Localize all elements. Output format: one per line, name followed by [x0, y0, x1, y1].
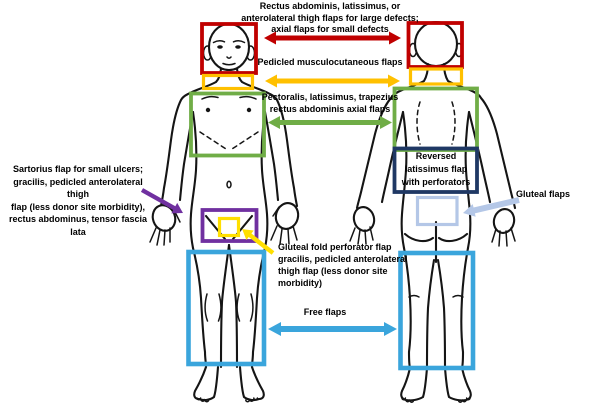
front-left-arm-outline [159, 67, 223, 208]
reversed-latissimus-label: Reversed latissimus flap with perforator… [396, 150, 476, 189]
gluteal-fold-label-line1: Gluteal fold perforator flap [278, 242, 392, 252]
free-flaps-label-line1: Free flaps [303, 307, 347, 317]
front-rib-lines [199, 131, 259, 150]
front-toes [196, 397, 259, 403]
gluteal-fold-label: Gluteal fold perforator flap gracilis, p… [278, 241, 413, 289]
back-knee-lines [408, 294, 464, 298]
front-right-eye [235, 45, 241, 49]
front-right-hand [270, 202, 300, 245]
back-head-region-box [406, 21, 464, 69]
gluteal-flaps-arrow [462, 197, 520, 217]
front-perineum-region-box [217, 216, 241, 238]
back-gluteal-region-box [415, 195, 459, 227]
pedicled-flaps-label: Pedicled musculocutaneous flaps [230, 57, 430, 69]
back-right-leg-outer [460, 246, 470, 370]
chest-flaps-double-arrow [268, 116, 392, 129]
front-mouth [222, 62, 236, 66]
front-right-leg-outer [250, 246, 267, 369]
sartorius-flap-label: Sartorius flap for small ulcers; gracili… [3, 163, 153, 238]
front-right-leg-inner [227, 243, 239, 369]
chest-flaps-label: Pectoralis, latissimus, trapezius rectus… [240, 92, 420, 115]
back-left-hand [349, 206, 376, 245]
back-right-arm-outline [442, 62, 517, 210]
gluteal-flaps-label: Gluteal flaps [516, 189, 586, 201]
front-left-foot [193, 365, 220, 402]
gluteal-fold-label-line2: gracilis, pedicled anterolateral [278, 254, 408, 264]
front-chest-region-box [189, 91, 266, 158]
front-right-inner-arm [263, 110, 280, 202]
front-left-leg-inner [219, 243, 231, 369]
back-legs-region-box [398, 250, 476, 371]
front-right-torso-side [260, 110, 269, 250]
head-flaps-label: Rectus abdominis, latissimus, or anterol… [215, 1, 445, 36]
sartorius-flap-label-line3: flap (less donor site morbidity), [10, 201, 145, 212]
head-flaps-label-line1: Rectus abdominis, latissimus, or [259, 1, 401, 11]
sartorius-flap-label-line2: gracilis, pedicled anterolateral thigh [13, 176, 143, 200]
front-neck-region-box [201, 73, 255, 91]
sartorius-flap-label-line4: rectus abdominus, tensor fascia lata [8, 214, 148, 237]
gluteal-flaps-label-line1: Gluteal flaps [516, 189, 571, 199]
chest-flaps-label-line1: Pectoralis, latissimus, trapezius [261, 92, 399, 102]
front-right-foot [238, 365, 265, 402]
front-groin-region-box [200, 208, 259, 243]
gluteal-fold-label-line3: thigh flap (less donor site [278, 266, 388, 276]
gluteal-fold-arrow [242, 229, 275, 255]
back-body-figure [349, 20, 517, 403]
back-right-foot [443, 366, 472, 402]
head-flaps-label-line2: anterolateral thigh flaps for large defe… [241, 12, 419, 23]
pedicled-flaps-double-arrow [265, 74, 400, 88]
sartorius-arrow [140, 188, 183, 214]
front-left-torso-side [189, 110, 198, 250]
reversed-latissimus-label-line1: Reversed [415, 151, 457, 161]
gluteal-fold-label-line4: morbidity) [278, 278, 322, 288]
reversed-latissimus-label-line2: latissimus flap [404, 164, 468, 174]
back-left-inner-arm [380, 110, 405, 204]
back-scapula-lines [416, 101, 456, 145]
front-left-eye [217, 45, 223, 49]
back-toes [401, 397, 471, 403]
reversed-latissimus-label-line3: with perforators [401, 177, 471, 187]
back-right-inner-arm [467, 110, 492, 204]
front-navel [226, 180, 232, 189]
front-left-hand [149, 204, 181, 246]
chest-flaps-label-line2: rectus abdominis axial flaps [269, 103, 391, 114]
back-left-leg-outer [402, 246, 412, 370]
back-left-foot [400, 366, 429, 402]
back-left-arm-outline [355, 62, 430, 210]
sartorius-flap-label-line1: Sartorius flap for small ulcers; [12, 164, 144, 174]
back-lumbar-region-box [392, 146, 479, 194]
back-buttock-lines [403, 220, 469, 264]
front-head-region-box [200, 22, 258, 75]
back-right-hand [491, 208, 516, 247]
front-left-leg-outer [191, 246, 208, 369]
front-right-arm-outline [235, 67, 299, 208]
pedicled-flaps-label-line1: Pedicled musculocutaneous flaps [257, 57, 403, 67]
back-neck-region-box [408, 67, 464, 86]
front-left-nipple [205, 107, 211, 113]
head-flaps-double-arrow [264, 31, 401, 45]
front-eyebrows [212, 40, 246, 44]
back-right-leg-inner [436, 258, 447, 370]
front-nose [226, 56, 232, 59]
free-flaps-double-arrow [268, 322, 397, 336]
head-flaps-label-line3: axial flaps for small defects [271, 24, 389, 34]
back-left-leg-inner [425, 258, 436, 370]
front-right-nipple [246, 107, 252, 113]
front-knee-lines [204, 293, 254, 322]
free-flaps-label: Free flaps [280, 307, 370, 319]
front-legs-region-box [186, 249, 267, 367]
front-clavicles [201, 95, 257, 100]
